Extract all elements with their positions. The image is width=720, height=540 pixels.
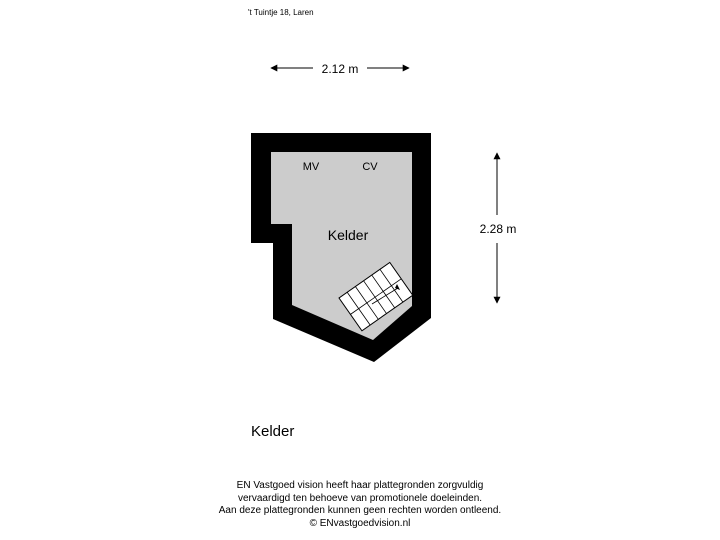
floor-caption: Kelder [251,423,295,440]
width-dimension: 2.12 m [270,62,410,76]
width-label: 2.12 m [322,62,359,76]
disclaimer-line-2: vervaardigd ten behoeve van promotionele… [237,492,483,504]
disclaimer: EN Vastgoed vision heeft haar plattegron… [160,480,560,530]
staircase-direction-arrow [395,284,400,290]
height-label: 2.28 m [480,222,517,236]
room-label-cv: CV [362,161,378,173]
height-dimension: 2.28 m [480,152,517,304]
staircase-arrow-shaft [371,287,399,305]
disclaimer-line-1: EN Vastgoed vision heeft haar plattegron… [236,480,484,491]
disclaimer-line-4: © ENvastgoedvision.nl [309,517,411,529]
disclaimer-line-3: Aan deze plattegronden kunnen geen recht… [218,505,502,516]
staircase [338,261,414,332]
address-header: 't Tuintje 18, Laren [248,8,314,17]
room-label-mv: MV [303,161,320,173]
room-label-kelder: Kelder [328,227,369,243]
